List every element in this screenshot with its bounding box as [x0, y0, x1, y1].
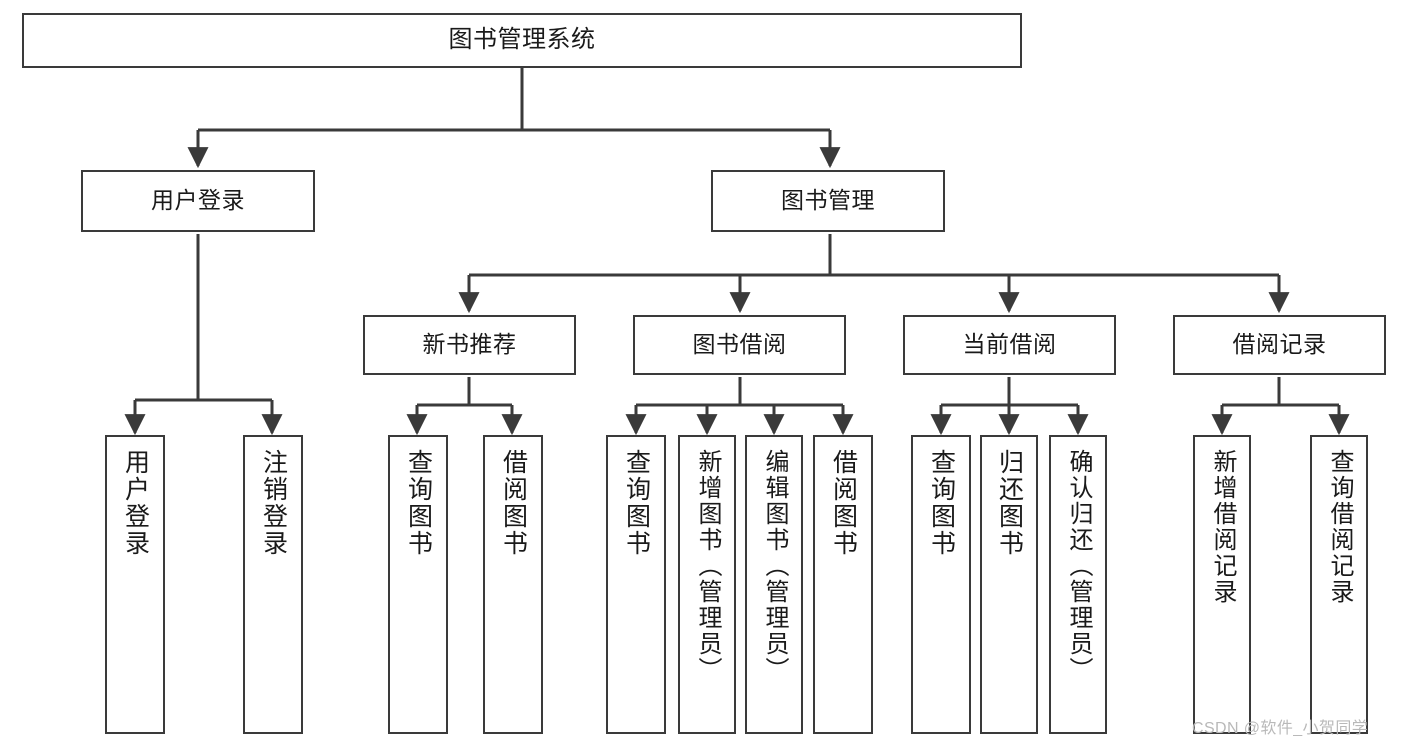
node-new-book-recommend[interactable]: 新书推荐 [363, 315, 576, 375]
node-label: 用户登录 [121, 449, 150, 557]
node-borrow-record[interactable]: 借阅记录 [1173, 315, 1386, 375]
leaf-return-book[interactable]: 归还图书 [980, 435, 1038, 734]
leaf-borrow-book-recommend[interactable]: 借阅图书 [483, 435, 543, 734]
node-label: 编辑图书（管理员） [761, 449, 788, 683]
leaf-borrow-book[interactable]: 借阅图书 [813, 435, 873, 734]
node-label: 当前借阅 [962, 331, 1057, 358]
node-label: 用户登录 [151, 187, 245, 214]
leaf-confirm-return-admin[interactable]: 确认归还（管理员） [1049, 435, 1107, 734]
node-book-management[interactable]: 图书管理 [711, 170, 945, 232]
node-label: 新增图书（管理员） [694, 449, 721, 683]
node-label: 新书推荐 [422, 331, 517, 358]
node-label: 借阅记录 [1232, 331, 1327, 358]
node-current-borrow[interactable]: 当前借阅 [903, 315, 1116, 375]
node-label: 确认归还（管理员） [1065, 449, 1092, 683]
leaf-add-book-admin[interactable]: 新增图书（管理员） [678, 435, 736, 734]
leaf-query-book-recommend[interactable]: 查询图书 [388, 435, 448, 734]
node-label: 查询图书 [927, 449, 956, 557]
leaf-logout-login[interactable]: 注销登录 [243, 435, 303, 734]
node-label: 归还图书 [995, 449, 1024, 557]
node-label: 借阅图书 [499, 449, 528, 557]
leaf-query-book-borrow[interactable]: 查询图书 [606, 435, 666, 734]
node-user-login[interactable]: 用户登录 [81, 170, 315, 232]
node-label: 查询图书 [404, 449, 433, 557]
node-label: 新增借阅记录 [1209, 449, 1236, 605]
node-label: 查询图书 [622, 449, 651, 557]
leaf-query-borrow-record[interactable]: 查询借阅记录 [1310, 435, 1368, 734]
node-label: 查询借阅记录 [1326, 449, 1353, 605]
node-label: 注销登录 [259, 449, 288, 557]
node-book-management-system[interactable]: 图书管理系统 [22, 13, 1022, 68]
node-label: 图书借阅 [692, 331, 787, 358]
leaf-user-login[interactable]: 用户登录 [105, 435, 165, 734]
leaf-add-borrow-record[interactable]: 新增借阅记录 [1193, 435, 1251, 734]
leaf-edit-book-admin[interactable]: 编辑图书（管理员） [745, 435, 803, 734]
node-label: 借阅图书 [829, 449, 858, 557]
node-label: 图书管理 [781, 187, 875, 214]
leaf-query-book-current[interactable]: 查询图书 [911, 435, 971, 734]
node-book-borrow[interactable]: 图书借阅 [633, 315, 846, 375]
node-label: 图书管理系统 [448, 26, 596, 54]
